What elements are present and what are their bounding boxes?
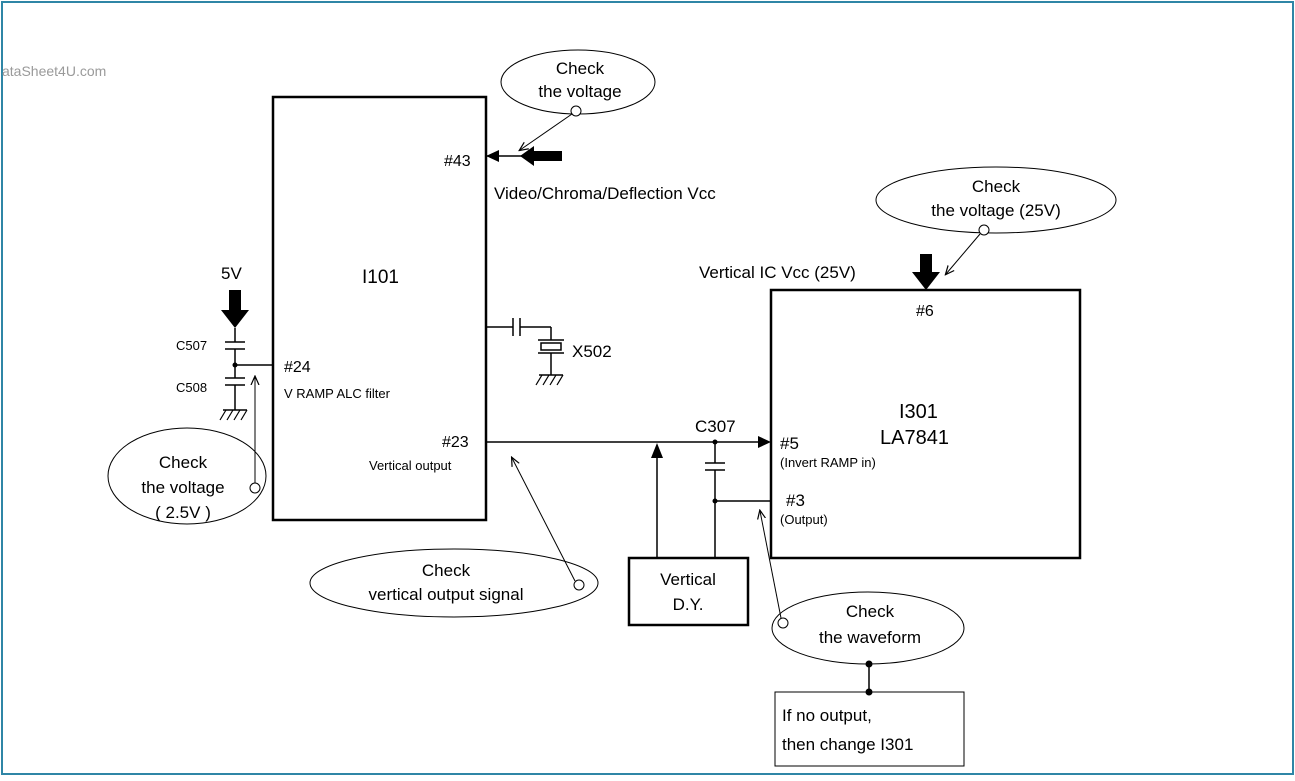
dy-arrowhead xyxy=(651,443,663,458)
vertical-ic-vcc-label: Vertical IC Vcc (25V) xyxy=(699,263,856,282)
callout-check-voltage-top: Check the voltage xyxy=(500,49,656,150)
ic-i301-label: I301 xyxy=(899,401,938,423)
ground-c508-icon xyxy=(219,409,248,421)
supply-5v-label: 5V xyxy=(221,264,242,283)
pin43-label: #43 xyxy=(444,153,471,170)
ic-i301-box xyxy=(769,288,1082,560)
pin23-label: #23 xyxy=(442,434,469,451)
svg-text:Check: Check xyxy=(422,561,471,580)
pin5-desc: (Invert RAMP in) xyxy=(780,455,876,470)
note-line2: then change I301 xyxy=(782,735,913,754)
svg-text:the voltage: the voltage xyxy=(141,478,224,497)
callout-check-waveform: Check the waveform xyxy=(760,511,965,665)
svg-text:the voltage (25V): the voltage (25V) xyxy=(931,201,1060,220)
svg-text:Check: Check xyxy=(556,59,605,78)
note-line1: If no output, xyxy=(782,706,872,725)
watermark-text: ataSheet4U.com xyxy=(2,63,106,79)
svg-text:the voltage: the voltage xyxy=(538,82,621,101)
pin3-label: #3 xyxy=(786,491,805,510)
pin5-label: #5 xyxy=(780,434,799,453)
dy-line1: Vertical xyxy=(660,570,716,589)
callout-check-voltage-2-5v: Check the voltage ( 2.5V ) xyxy=(107,377,267,525)
ic-i301-part: LA7841 xyxy=(880,427,949,449)
pin24-label: #24 xyxy=(284,359,311,376)
pin5-arrowhead xyxy=(758,436,771,448)
vcc-thick-arrow xyxy=(520,146,562,166)
x502-crystal-icon xyxy=(538,339,564,354)
supply-5v-arrow xyxy=(221,290,249,328)
x502-label: X502 xyxy=(572,342,612,361)
pin3-desc: (Output) xyxy=(780,512,828,527)
c508-label: C508 xyxy=(176,380,207,395)
note-box xyxy=(774,691,965,767)
svg-text:vertical output signal: vertical output signal xyxy=(369,585,524,604)
dy-line2: D.Y. xyxy=(673,595,704,614)
ground-x502-icon xyxy=(535,374,564,386)
c307-label: C307 xyxy=(695,417,736,436)
callout-check-vertical-output: Check vertical output signal xyxy=(309,458,599,618)
ic-i101-label: I101 xyxy=(362,267,399,288)
vertical-ic-vcc-arrow xyxy=(912,254,940,290)
svg-text:Check: Check xyxy=(846,602,895,621)
svg-text:the waveform: the waveform xyxy=(819,628,921,647)
pin43-arrowhead xyxy=(486,150,499,162)
vcc-label: Video/Chroma/Deflection Vcc xyxy=(494,184,716,203)
svg-text:Check: Check xyxy=(972,177,1021,196)
svg-text:Check: Check xyxy=(159,453,208,472)
ic-i101-box xyxy=(271,95,488,522)
svg-text:( 2.5V ): ( 2.5V ) xyxy=(155,503,211,522)
callout-check-voltage-25v: Check the voltage (25V) xyxy=(875,166,1117,274)
pin6-label: #6 xyxy=(916,303,934,320)
pin24-desc: V RAMP ALC filter xyxy=(284,386,391,401)
c507-label: C507 xyxy=(176,338,207,353)
vertical-dy-box xyxy=(627,556,750,627)
pin23-desc: Vertical output xyxy=(369,458,452,473)
